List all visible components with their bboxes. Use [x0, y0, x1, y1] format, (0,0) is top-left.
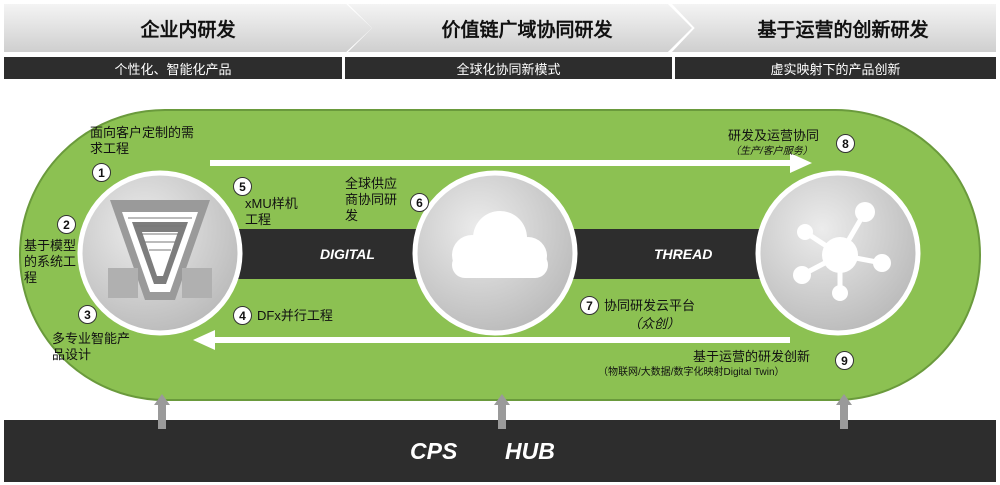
stage-2-title: 价值链广域协同研发 — [441, 19, 613, 41]
step-9-label: 基于运营的研发创新 — [693, 349, 811, 364]
digital-label: DIGITAL — [320, 246, 375, 262]
hub-label: HUB — [505, 438, 555, 464]
stage-2-subtitle: 全球化协同新模式 — [345, 57, 672, 79]
stage-3-chevron: 基于运营的创新研发 — [672, 4, 996, 52]
step-8-label: 研发及运营协同 — [728, 128, 820, 143]
stage-3-subtitle: 虚实映射下的产品创新 — [675, 57, 996, 79]
step-5-label: xMU样机工程 — [245, 196, 298, 227]
stage-1-title: 企业内研发 — [140, 19, 236, 41]
step-3-badge: 3 — [78, 305, 97, 324]
cloud-icon — [452, 211, 548, 278]
step-2-badge: 2 — [57, 215, 76, 234]
stage-2-chevron: 价值链广域协同研发 — [348, 4, 692, 52]
step-9-badge: 9 — [835, 351, 854, 370]
step-5-badge: 5 — [233, 177, 252, 196]
cps-label: CPS — [410, 438, 458, 464]
step-8-badge: 8 — [836, 134, 855, 153]
thread-label: THREAD — [654, 246, 713, 262]
bottom-flow-arrowhead — [193, 330, 215, 350]
stage-1-chevron: 企业内研发 — [4, 4, 372, 52]
step-4-label: DFx并行工程 — [257, 308, 333, 323]
step-6-label: 全球供应商协同研发 — [345, 176, 398, 223]
top-flow-arrowhead — [790, 153, 812, 173]
stage-3-title: 基于运营的创新研发 — [757, 19, 929, 41]
step-1-label: 面向客户定制的需求工程 — [90, 125, 195, 156]
step-7-badge: 7 — [580, 296, 599, 315]
step-1-badge: 1 — [92, 163, 111, 182]
v-model-icon — [108, 200, 212, 300]
hub-up-arrows — [154, 394, 852, 429]
step-2-label: 基于模型的系统工程 — [24, 238, 77, 285]
step-3-label: 多专业智能产品设计 — [52, 331, 131, 362]
step-4-badge: 4 — [233, 306, 252, 325]
stage-1-subtitle: 个性化、智能化产品 — [4, 57, 342, 79]
step-6-badge: 6 — [410, 193, 429, 212]
step-7-sublabel: （众创） — [628, 316, 681, 331]
cps-hub-bar — [4, 420, 996, 482]
step-7-label: 协同研发云平台 — [604, 298, 696, 313]
network-icon — [793, 202, 891, 301]
step-9-sublabel: （物联网/大数据/数字化映射Digital Twin） — [598, 367, 785, 378]
step-8-sublabel: （生产/客户服务） — [730, 146, 813, 157]
